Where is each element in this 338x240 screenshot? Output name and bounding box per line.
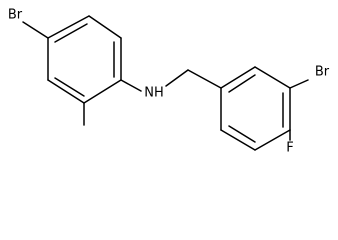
atom-label-br-left: Br	[8, 8, 23, 23]
bond-ch2-ring	[187, 69, 222, 89]
bond	[220, 66, 256, 89]
atom-br-left: Br	[8, 8, 23, 23]
atom-f: F	[286, 141, 293, 156]
bond	[88, 15, 122, 39]
double-bond-inner	[54, 23, 88, 43]
left-ring	[47, 15, 122, 104]
double-bond-inner	[228, 74, 256, 93]
bond	[254, 129, 291, 151]
bond-br-right	[289, 79, 309, 89]
bond	[220, 129, 256, 151]
bond	[83, 79, 122, 104]
bond-ring-nh	[120, 79, 142, 92]
right-ring	[220, 66, 291, 151]
molecule-structure: Br NH Br F	[8, 8, 330, 156]
bond	[47, 15, 90, 39]
atom-label-f: F	[286, 141, 293, 156]
bond	[47, 79, 85, 104]
bond-br-left	[22, 21, 49, 39]
bond	[254, 66, 291, 89]
atom-label-br-right: Br	[315, 65, 330, 80]
atom-br-right: Br	[315, 65, 330, 80]
bond-nh-ch2	[165, 69, 189, 87]
atom-label-nh: NH	[144, 86, 164, 101]
double-bond-inner	[228, 125, 256, 143]
double-bond-inner	[54, 77, 85, 97]
atom-nh: NH	[144, 86, 164, 101]
